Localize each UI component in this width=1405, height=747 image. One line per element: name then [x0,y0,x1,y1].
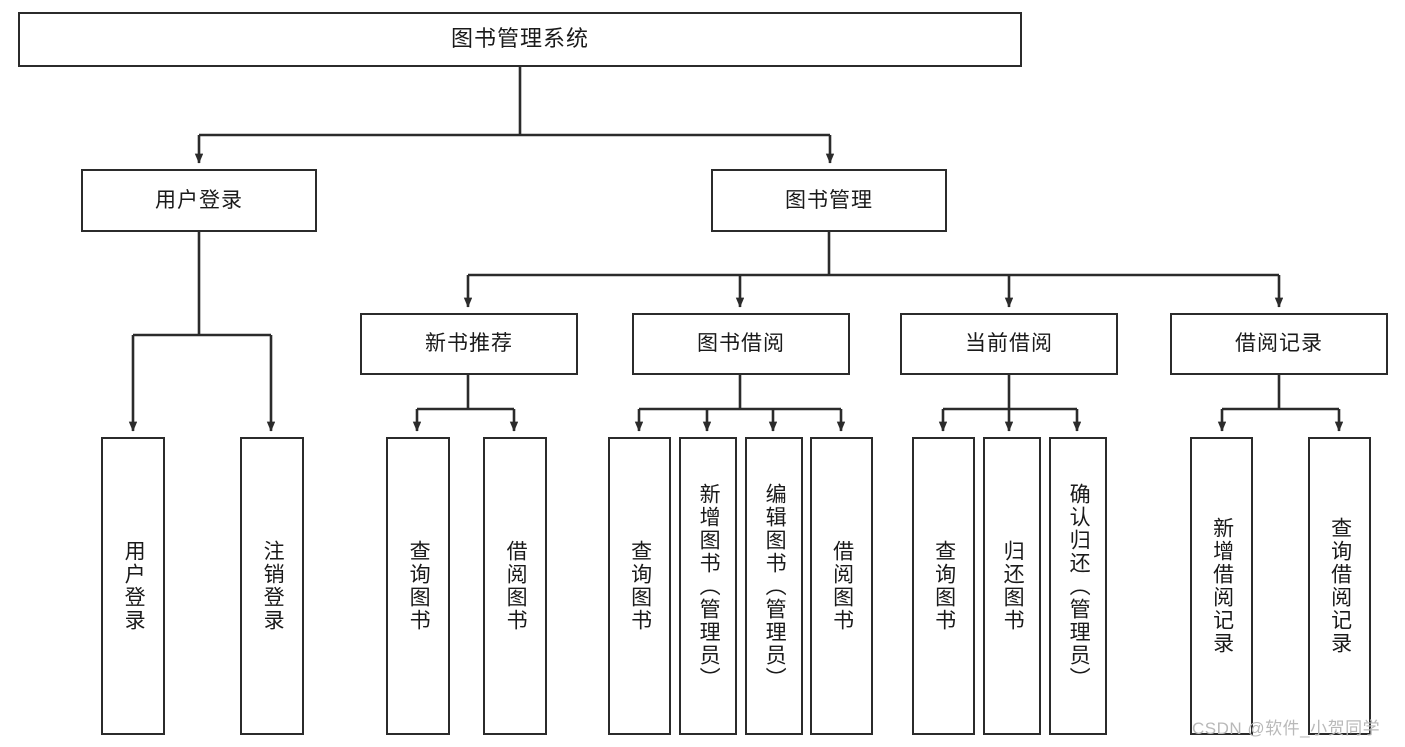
node-label: 用户登录 [122,540,146,632]
node-label: 图书管理 [785,188,873,212]
node-book-management[interactable]: 图书管理 [711,169,947,232]
leaf-logout-login[interactable]: 注销登录 [240,437,304,735]
leaf-add-borrow-record[interactable]: 新增借阅记录 [1190,437,1253,735]
node-new-book-recommend[interactable]: 新书推荐 [360,313,578,375]
node-label: 新增借阅记录 [1210,517,1234,655]
leaf-borrow-book-recommend[interactable]: 借阅图书 [483,437,547,735]
node-book-borrow[interactable]: 图书借阅 [632,313,850,375]
csdn-watermark: CSDN @软件_小贺同学 [1192,719,1381,738]
node-user-login[interactable]: 用户登录 [81,169,317,232]
node-label: 查询借阅记录 [1328,517,1352,655]
leaf-borrow-book[interactable]: 借阅图书 [810,437,873,735]
leaf-user-login[interactable]: 用户登录 [101,437,165,735]
node-borrow-record[interactable]: 借阅记录 [1170,313,1388,375]
node-label: 用户登录 [155,188,243,212]
node-label: 确认归还（管理员） [1067,482,1091,690]
node-label: 编辑图书（管理员） [763,482,787,690]
node-label: 查询图书 [628,540,652,632]
node-label: 新增图书（管理员） [697,482,721,690]
leaf-edit-book-admin[interactable]: 编辑图书（管理员） [745,437,803,735]
node-label: 新书推荐 [425,332,513,356]
leaf-query-book-borrow[interactable]: 查询图书 [608,437,671,735]
node-label: 当前借阅 [965,332,1053,356]
leaf-query-book-recommend[interactable]: 查询图书 [386,437,450,735]
node-current-borrow[interactable]: 当前借阅 [900,313,1118,375]
leaf-confirm-return-admin[interactable]: 确认归还（管理员） [1049,437,1107,735]
node-label: 查询图书 [932,540,956,632]
leaf-query-book-current[interactable]: 查询图书 [912,437,975,735]
leaf-return-book[interactable]: 归还图书 [983,437,1041,735]
node-label: 图书管理系统 [450,26,589,52]
node-label: 图书借阅 [697,332,785,356]
leaf-add-book-admin[interactable]: 新增图书（管理员） [679,437,737,735]
leaf-query-borrow-record[interactable]: 查询借阅记录 [1308,437,1371,735]
node-label: 借阅图书 [504,540,528,632]
node-label: 归还图书 [1001,540,1025,632]
node-root-book-management-system[interactable]: 图书管理系统 [18,12,1022,67]
node-label: 查询图书 [407,540,431,632]
node-label: 借阅记录 [1235,332,1323,356]
node-label: 注销登录 [261,540,285,632]
node-label: 借阅图书 [830,540,854,632]
